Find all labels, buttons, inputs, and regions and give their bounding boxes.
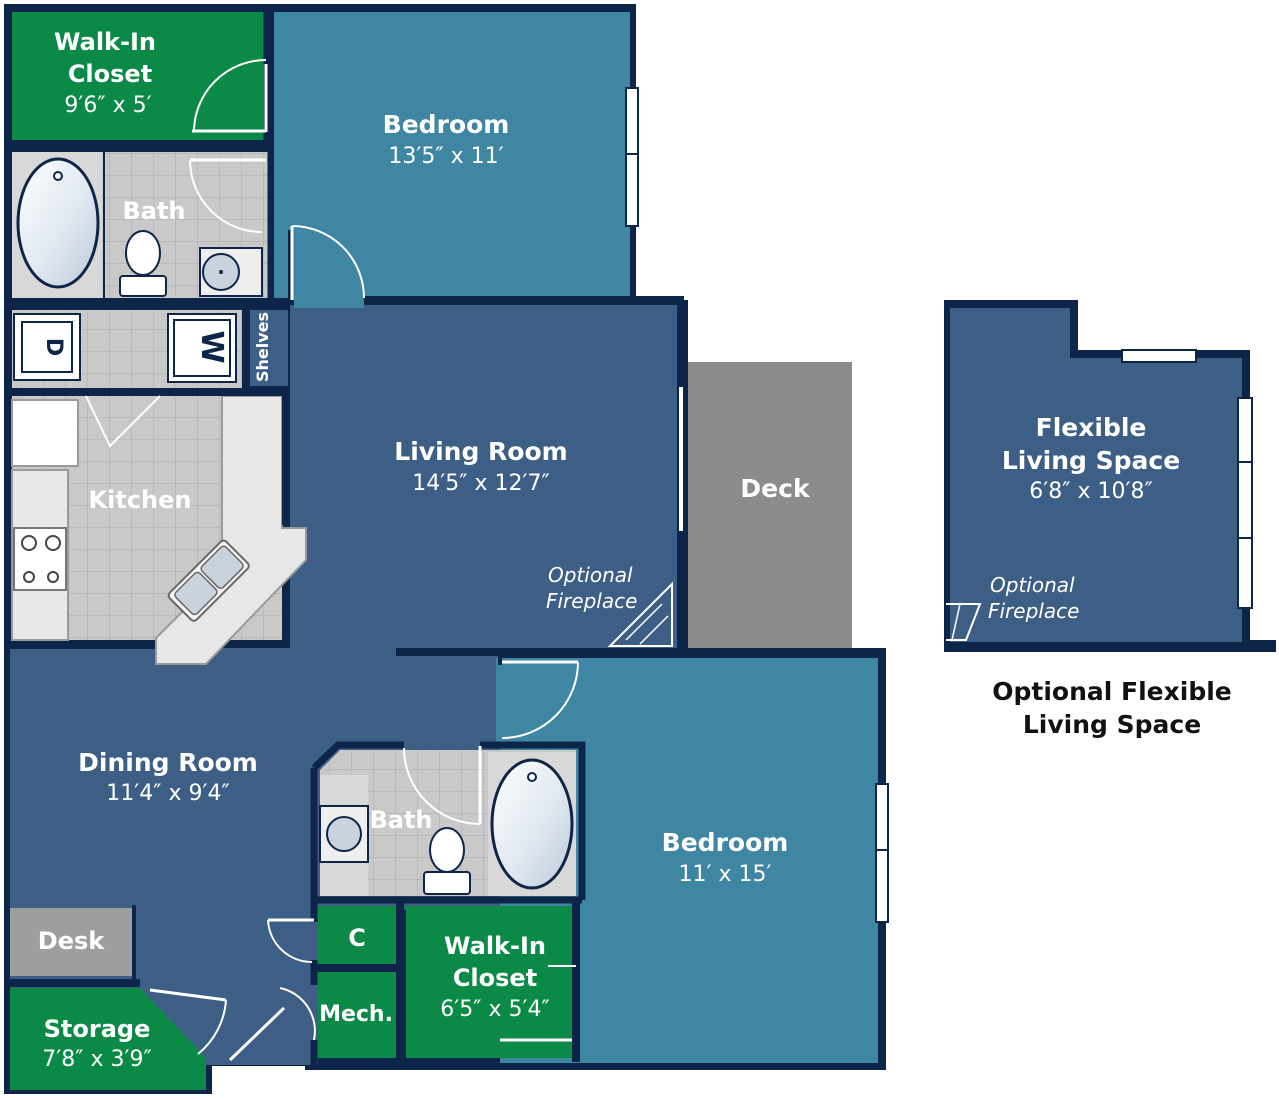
shelves-label: Shelves xyxy=(253,312,272,382)
deck-name: Deck xyxy=(740,474,811,503)
fixtures xyxy=(13,157,673,895)
flex-name1: Flexible xyxy=(1036,413,1147,442)
storage-floor xyxy=(10,988,206,1090)
doors xyxy=(85,59,579,1062)
bedroom-top-name: Bedroom xyxy=(383,110,510,139)
closet-c-floor xyxy=(318,906,396,964)
living-room-dims: 14′5″ x 12′7″ xyxy=(412,471,549,496)
bedroom-bottom-name: Bedroom xyxy=(662,828,789,857)
flex-caption-line1: Optional Flexible xyxy=(992,677,1232,706)
bedroom-bottom-dims: 11′ x 15′ xyxy=(679,862,772,887)
desk-name: Desk xyxy=(38,927,105,955)
storage-name: Storage xyxy=(44,1015,151,1043)
bedroom-top-dims: 13′5″ x 11′ xyxy=(388,144,503,169)
deck-floor xyxy=(686,362,852,648)
tub-top-icon xyxy=(16,157,100,289)
kitchen-name: Kitchen xyxy=(89,486,192,514)
fireplace-icon xyxy=(607,581,673,647)
bath-bottom-name: Bath xyxy=(369,806,432,834)
fireplace-line1: Optional xyxy=(548,563,633,587)
flex-caption-line2: Living Space xyxy=(1023,710,1201,739)
bath-top-name: Bath xyxy=(122,197,185,225)
walkin-closet-bottom-name1: Walk-In xyxy=(444,932,546,960)
flex-fireplace-icon xyxy=(946,603,982,641)
walkin-closet-bottom-dims: 6′5″ x 5′4″ xyxy=(440,997,549,1022)
kitchen-sink xyxy=(167,539,250,622)
walkin-closet-top-name2: Closet xyxy=(68,60,152,88)
mech-floor xyxy=(318,972,396,1058)
tub-bottom-icon xyxy=(490,758,574,890)
dining-room-name: Dining Room xyxy=(78,748,258,777)
flex-dims: 6′8″ x 10′8″ xyxy=(1029,479,1152,504)
walkin-closet-top-name1: Walk-In xyxy=(54,28,156,56)
toilet-top-icon xyxy=(119,275,167,297)
fridge xyxy=(11,399,79,467)
fireplace-line2: Fireplace xyxy=(546,589,637,613)
living-room-name: Living Room xyxy=(394,437,567,466)
labels: Walk-In Closet 9′6″ x 5′ Bedroom 13′5″ x… xyxy=(38,28,1232,1072)
flex-fireplace-line1: Optional xyxy=(990,573,1075,597)
walkin-closet-bottom-floor xyxy=(406,906,576,1058)
flex-fireplace-line2: Fireplace xyxy=(988,599,1079,623)
toilet-bottom-icon xyxy=(423,871,471,895)
washer-label: W xyxy=(194,330,229,363)
flex-name2: Living Space xyxy=(1002,446,1180,475)
storage-dims: 7′8″ x 3′9″ xyxy=(42,1047,151,1072)
shelves-area xyxy=(250,310,288,386)
flex-space xyxy=(944,300,1276,652)
desk xyxy=(10,908,132,976)
windows xyxy=(625,87,889,923)
walkin-closet-bottom-name2: Closet xyxy=(453,964,537,992)
interior-walls xyxy=(8,10,886,1066)
closet-c-label: C xyxy=(348,924,366,952)
mech-label: Mech. xyxy=(319,1002,393,1027)
dining-room-dims: 11′4″ x 9′4″ xyxy=(106,781,229,806)
walkin-closet-top-dims: 9′6″ x 5′ xyxy=(64,93,151,118)
bedroom-top-floor xyxy=(274,12,630,300)
dryer-label: D xyxy=(41,338,66,356)
